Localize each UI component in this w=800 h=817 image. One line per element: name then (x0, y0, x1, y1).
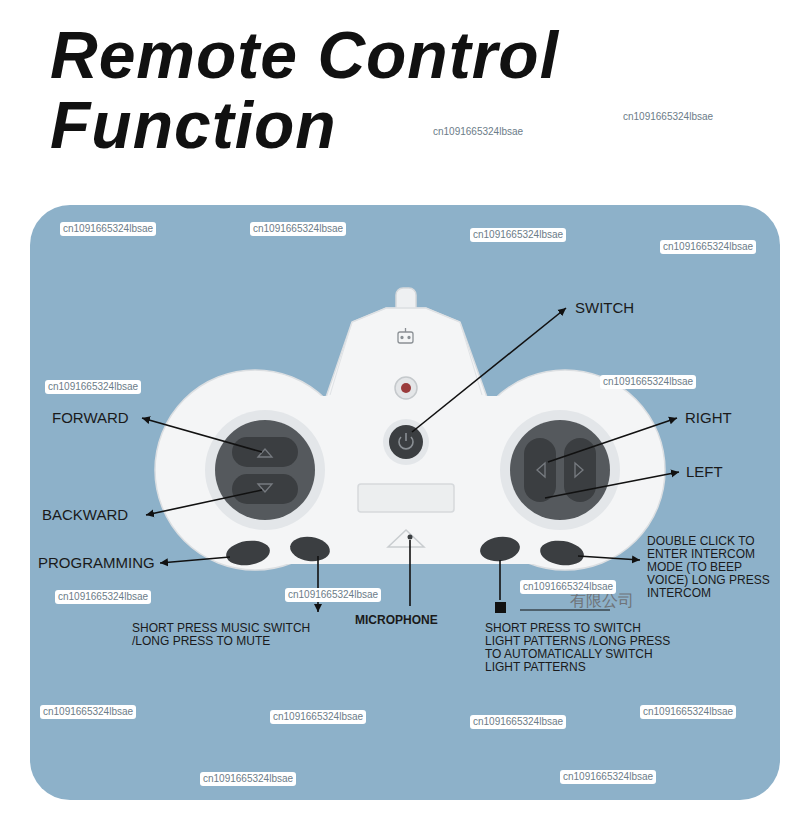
watermark: cn1091665324lbsae (640, 705, 736, 719)
square-mark (495, 602, 506, 613)
watermark: cn1091665324lbsae (520, 580, 616, 594)
function-note: SHORT PRESS MUSIC SWITCH /LONG PRESS TO … (132, 622, 337, 648)
watermark: cn1091665324lbsae (200, 772, 296, 786)
power-button (383, 419, 429, 465)
watermark: cn1091665324lbsae (600, 375, 696, 389)
blue-panel (30, 205, 780, 800)
function-label: MICROPHONE (355, 614, 438, 627)
function-label: BACKWARD (42, 506, 128, 524)
watermark: cn1091665324lbsae (285, 588, 381, 602)
function-note: DOUBLE CLICK TO ENTER INTERCOM MODE (TO … (647, 535, 782, 600)
watermark: cn1091665324lbsae (55, 590, 151, 604)
function-label: LEFT (686, 463, 723, 481)
bottom-buttons (225, 534, 586, 568)
function-label: RIGHT (685, 409, 732, 427)
left-pad (205, 410, 325, 530)
watermark: cn1091665324lbsae (620, 110, 716, 124)
display-window (358, 484, 454, 512)
watermark: cn1091665324lbsae (270, 710, 366, 724)
company-text: 有限公司 (570, 592, 634, 610)
triangle-mark (388, 530, 424, 547)
function-note: SHORT PRESS TO SWITCH LIGHT PATTERNS /LO… (485, 622, 675, 674)
function-label: PROGRAMMING (38, 554, 155, 572)
watermark: cn1091665324lbsae (560, 770, 656, 784)
watermark: cn1091665324lbsae (40, 705, 136, 719)
microphone-hole (408, 535, 413, 540)
robot-icon (398, 328, 413, 343)
page-title: Remote Control Function (50, 20, 710, 160)
watermark: cn1091665324lbsae (250, 222, 346, 236)
controller-body (155, 288, 665, 570)
watermark: cn1091665324lbsae (470, 715, 566, 729)
right-pad (500, 410, 620, 530)
watermark: cn1091665324lbsae (430, 125, 526, 139)
leader-lines (142, 308, 679, 612)
function-label: SWITCH (575, 299, 634, 317)
camera (395, 377, 417, 399)
watermark: cn1091665324lbsae (60, 222, 156, 236)
function-label: FORWARD (52, 409, 129, 427)
watermark: cn1091665324lbsae (470, 228, 566, 242)
watermark: cn1091665324lbsae (660, 240, 756, 254)
watermark: cn1091665324lbsae (45, 380, 141, 394)
